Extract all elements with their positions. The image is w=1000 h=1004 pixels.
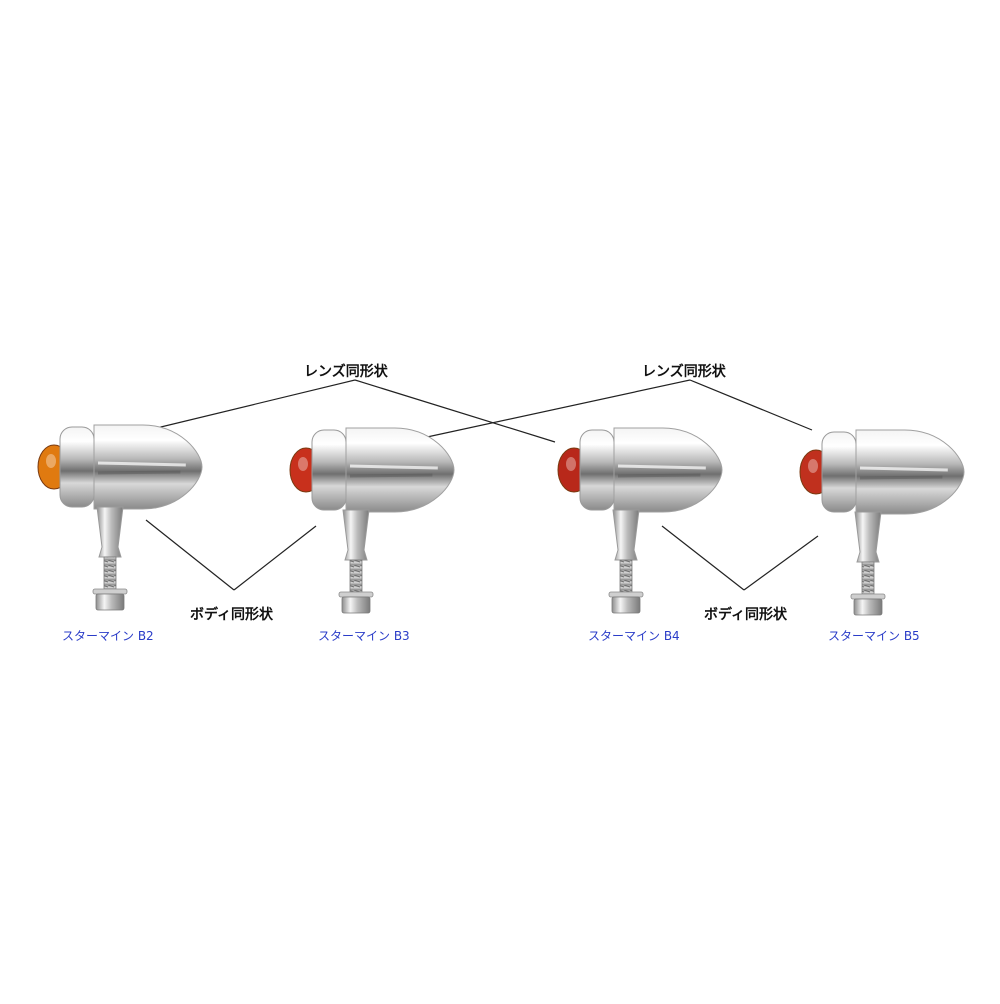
stem-b3: [342, 509, 370, 561]
washer-b5: [850, 593, 886, 600]
lens-callout-left: レンズ同形状: [304, 364, 388, 380]
model-label-b4: スターマイン B4: [588, 629, 680, 643]
model-label-b3: スターマイン B3: [318, 629, 410, 643]
body-callout-right: ボディ同形状: [704, 607, 788, 623]
bullet-body-b4: [613, 427, 723, 513]
bolt-b3: [349, 559, 363, 593]
leader-line-lens-left-b: [354, 379, 556, 443]
nut-b5: [853, 598, 883, 616]
leader-line-body-right-a: [661, 525, 745, 591]
bullet-body-b5: [855, 429, 965, 515]
lamp-b5: [799, 429, 965, 616]
lens-callout-right: レンズ同形状: [642, 364, 726, 380]
lamp-b4: [557, 427, 723, 614]
model-label-b5: スターマイン B5: [828, 629, 920, 643]
nut-b2: [95, 593, 125, 611]
lamp-b3: [289, 427, 455, 614]
washer-b2: [92, 588, 128, 595]
rear-ring-b4: [579, 429, 615, 511]
leader-line-lens-right-b: [689, 379, 813, 431]
leader-line-body-right-b: [743, 535, 819, 591]
washer-b4: [608, 591, 644, 598]
stem-b2: [96, 506, 124, 558]
leader-line-lens-left-a: [135, 379, 356, 434]
rear-ring-b5: [821, 431, 857, 513]
bolt-b2: [103, 556, 117, 590]
leader-line-body-left-b: [233, 525, 317, 591]
leader-line-lens-right-a: [403, 379, 691, 443]
rear-ring-b2: [59, 426, 95, 508]
leader-line-body-left-a: [145, 519, 235, 591]
nut-b3: [341, 596, 371, 614]
model-label-b2: スターマイン B2: [62, 629, 154, 643]
washer-b3: [338, 591, 374, 598]
bullet-body-b3: [345, 427, 455, 513]
rear-ring-b3: [311, 429, 347, 511]
lamp-b2: [37, 424, 203, 611]
bullet-body-b2: [93, 424, 203, 510]
stem-b4: [612, 509, 640, 561]
bolt-b5: [861, 561, 875, 595]
body-callout-left: ボディ同形状: [190, 607, 274, 623]
stem-b5: [854, 511, 882, 563]
nut-b4: [611, 596, 641, 614]
bolt-b4: [619, 559, 633, 593]
